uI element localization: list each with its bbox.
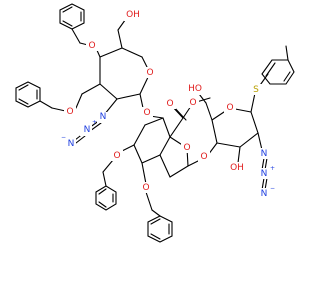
charge-plus-2: + <box>270 165 275 172</box>
atom-label-oh-right: OH <box>230 163 244 173</box>
atom-label-o-ring-right: O <box>226 103 233 113</box>
benzyl-ring-1 <box>59 3 85 30</box>
atom-label-n-azide-2b: N <box>261 169 268 179</box>
structure-canvas: O O OH O O N N + N − O O O O O O OH O S … <box>15 3 295 243</box>
sugar-ring-right <box>211 107 259 148</box>
charge-minus-1: − <box>61 134 66 141</box>
charge-minus-2: − <box>270 185 275 192</box>
sugar-ring-top <box>99 47 151 100</box>
benzyl-ring-4 <box>147 215 173 243</box>
atom-label-o-benzyl-1: O <box>88 41 95 51</box>
atom-label-o-ring-middle: O <box>183 143 190 153</box>
atom-label-n-azide-1c: N <box>68 139 75 149</box>
sugar-ring-middle <box>133 117 171 164</box>
atom-label-n-azide-1a: N <box>100 112 107 122</box>
atom-label-o-benzyl-4: O <box>142 183 149 193</box>
atom-label-n-azide-2c: N <box>261 189 268 199</box>
atom-label-n-azide-1b: N <box>84 125 91 135</box>
charge-plus-1: + <box>92 119 97 126</box>
molecule-diagram: O O OH O O N N + N − O O O O O O OH O S … <box>15 3 295 243</box>
atom-label-o-ester: O <box>189 98 196 108</box>
atom-label-o-benzyl-2: O <box>66 107 73 117</box>
atom-label-o-carbonyl: O <box>166 99 173 109</box>
tolyl-ring <box>261 59 295 85</box>
atom-label-oh-top: OH <box>126 10 140 20</box>
atom-label-ho-right: HO <box>188 84 202 94</box>
benzyl-ring-2 <box>15 81 41 108</box>
atom-label-o-benzyl-3: O <box>113 151 120 161</box>
benzyl-ring-3 <box>95 185 117 211</box>
atom-label-o-glycosidic-2: O <box>200 152 207 162</box>
atom-label-o-glycosidic-1: O <box>143 108 150 118</box>
atom-label-s-thio: S <box>253 85 259 95</box>
atom-label-n-azide-2a: N <box>261 149 268 159</box>
atom-label-o-ring-top: O <box>146 68 153 78</box>
